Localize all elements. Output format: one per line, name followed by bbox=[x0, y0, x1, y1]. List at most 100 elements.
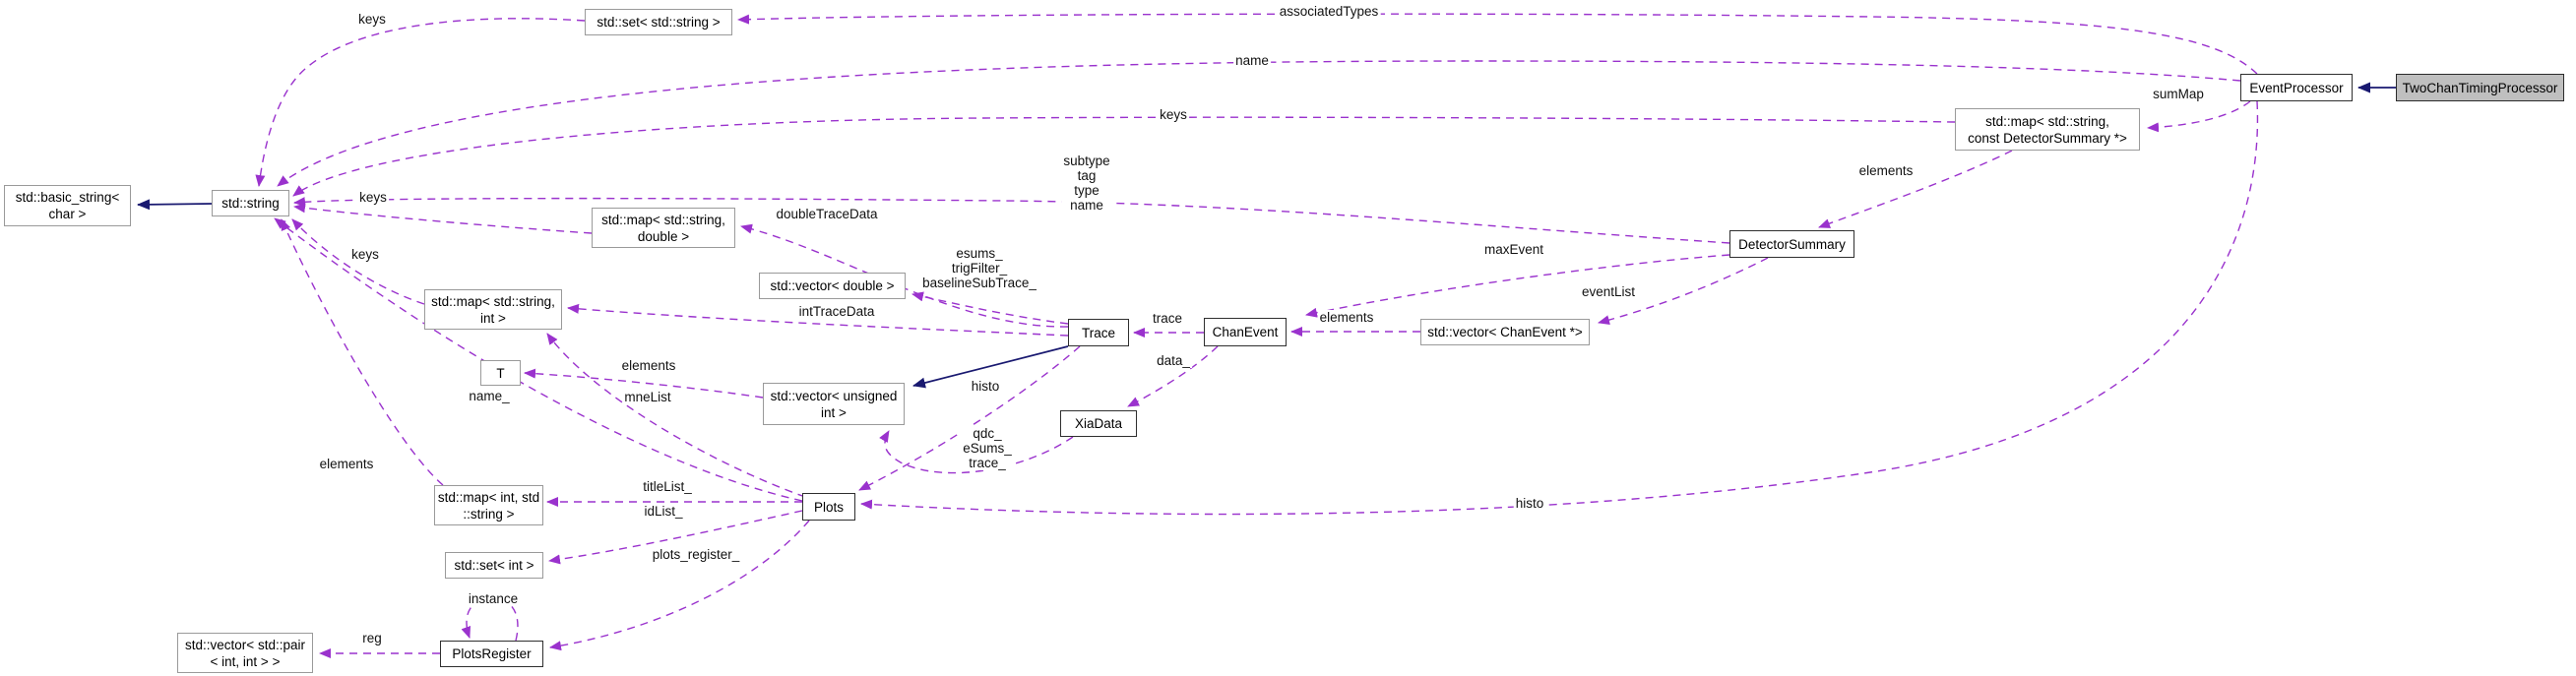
edge-label-line: type bbox=[1074, 183, 1100, 198]
edge-label-line: esums_ bbox=[956, 246, 1003, 261]
node-std-map-int-string: std::map< int, std ::string > bbox=[434, 485, 543, 525]
node-twochantimingprocessor[interactable]: TwoChanTimingProcessor bbox=[2396, 74, 2564, 101]
edge-label-line: name bbox=[1070, 198, 1103, 213]
node-trace[interactable]: Trace bbox=[1068, 319, 1129, 346]
node-std-map-string-double: std::map< std::string, double > bbox=[592, 208, 735, 248]
node-xiadata[interactable]: XiaData bbox=[1060, 410, 1137, 437]
node-label: std::vector< ChanEvent *> bbox=[1427, 325, 1583, 339]
node-label: TwoChanTimingProcessor bbox=[2402, 80, 2558, 95]
edge-label-line: trigFilter_ bbox=[951, 261, 1008, 276]
edge-label-inttracedata: intTraceData bbox=[796, 304, 877, 319]
node-label: PlotsRegister bbox=[452, 646, 532, 661]
edge-label-eventlist: eventList bbox=[1579, 284, 1638, 299]
edge-label-name-underscore: name_ bbox=[467, 389, 512, 403]
node-t: T bbox=[480, 360, 521, 386]
node-label: std::basic_string< bbox=[15, 190, 120, 205]
edge-associatedtypes-eventprocessor-setstring bbox=[737, 13, 2258, 75]
edge-keys-mapstringdouble-string bbox=[293, 203, 593, 234]
node-label: ChanEvent bbox=[1212, 325, 1279, 339]
edge-qdc-xiadata-vectorunsigned bbox=[879, 430, 1074, 474]
edge-label-keys: keys bbox=[349, 247, 381, 262]
edge-label-mnelist: mneList bbox=[622, 390, 673, 404]
node-std-set-int: std::set< int > bbox=[445, 552, 543, 579]
edge-mnelist-plots-mapstringint bbox=[546, 333, 806, 498]
edge-label-line: qdc_ bbox=[973, 426, 1002, 441]
edge-label-maxevent: maxEvent bbox=[1481, 242, 1546, 257]
node-label: std::set< std::string > bbox=[597, 15, 721, 30]
edge-name-eventprocessor-string bbox=[277, 60, 2241, 187]
edge-elements-vectorunsigned-t bbox=[524, 368, 764, 399]
node-std-vector-pair: std::vector< std::pair < int, int > > bbox=[177, 633, 313, 673]
edge-data-chanevent-xiadata bbox=[1127, 345, 1219, 407]
edge-label-plotsregister: plots_register_ bbox=[650, 547, 742, 562]
edge-label-titlelist: titleList_ bbox=[641, 479, 694, 494]
edge-label-elements: elements bbox=[619, 358, 678, 373]
node-label: std::map< std::string, bbox=[431, 293, 555, 309]
edge-idlist-plots-setint bbox=[548, 510, 803, 565]
node-label: int > bbox=[821, 404, 847, 420]
edge-inherit-trace-vectorunsigned bbox=[912, 345, 1069, 389]
node-std-map-detectorsummary: std::map< std::string, const DetectorSum… bbox=[1955, 108, 2140, 151]
edge-plotsregister-plots-plotsregister bbox=[549, 520, 810, 651]
edge-subtype-detectorsummary-string bbox=[293, 197, 1730, 244]
edge-label-data: data_ bbox=[1155, 353, 1192, 368]
edge-inherit-string-basicstring bbox=[137, 199, 213, 211]
node-eventprocessor[interactable]: EventProcessor bbox=[2240, 74, 2353, 101]
edge-label-line: tag bbox=[1077, 168, 1097, 183]
edge-label-trace: trace bbox=[1150, 311, 1185, 326]
node-plots[interactable]: Plots bbox=[802, 493, 855, 521]
node-std-vector-chanevent: std::vector< ChanEvent *> bbox=[1420, 319, 1590, 345]
node-label: XiaData bbox=[1074, 416, 1123, 431]
edge-label-elements: elements bbox=[1856, 163, 1916, 178]
edge-label-elements: elements bbox=[317, 457, 376, 471]
node-label: DetectorSummary bbox=[1738, 236, 1846, 252]
node-label: < int, int > > bbox=[210, 653, 281, 669]
node-label: std::set< int > bbox=[454, 558, 534, 573]
edge-keys-setstring-string bbox=[255, 18, 586, 187]
node-std-basic-string: std::basic_string< char > bbox=[4, 185, 131, 226]
edge-doubletracedata-trace-mapstringdouble bbox=[740, 223, 1069, 328]
edge-label-keys: keys bbox=[1158, 107, 1189, 122]
edge-label-doubletracedata: doubleTraceData bbox=[774, 207, 880, 221]
node-label: int > bbox=[480, 310, 506, 326]
node-label: std::map< std::string, bbox=[601, 212, 725, 227]
node-label: const DetectorSummary *> bbox=[1968, 130, 2127, 146]
node-label: std::map< int, std bbox=[437, 489, 540, 505]
node-label: Trace bbox=[1081, 325, 1115, 340]
edge-label-idlist: idList_ bbox=[642, 504, 685, 519]
edge-label-histo: histo bbox=[969, 379, 1002, 394]
edge-name-plots-string bbox=[274, 217, 803, 502]
edge-label-keys: keys bbox=[357, 190, 389, 205]
edge-label-instance: instance bbox=[466, 591, 521, 606]
edge-elements-mapdetsum-detectorsummary bbox=[1818, 150, 2013, 228]
edge-inttracedata-trace-mapstringint bbox=[567, 303, 1069, 337]
node-label: EventProcessor bbox=[2249, 80, 2344, 95]
node-label: double > bbox=[637, 228, 690, 244]
edge-histo-trace-plots bbox=[858, 345, 1081, 491]
node-detectorsummary[interactable]: DetectorSummary bbox=[1729, 230, 1854, 258]
node-std-vector-unsigned-int: std::vector< unsigned int > bbox=[763, 383, 905, 425]
edge-maxevent-detectorsummary-chanevent bbox=[1305, 254, 1730, 318]
node-label: std::map< std::string, bbox=[1985, 113, 2109, 129]
edge-label-summap: sumMap bbox=[2151, 87, 2206, 101]
edge-label-line: baselineSubTrace_ bbox=[922, 276, 1037, 290]
edge-label-qdc-esums-trace: qdc_ eSums_ trace_ bbox=[961, 426, 1014, 470]
node-label: std::vector< unsigned bbox=[770, 388, 898, 403]
node-plotsregister[interactable]: PlotsRegister bbox=[440, 641, 543, 667]
edge-histo-eventprocessor-plots bbox=[860, 100, 2259, 516]
edge-keys-mapstringint-string bbox=[291, 218, 425, 305]
node-chanevent[interactable]: ChanEvent bbox=[1204, 318, 1287, 346]
node-std-string: std::string bbox=[212, 190, 289, 216]
node-label: T bbox=[496, 365, 505, 381]
edge-eventlist-detectorsummary-vectorchanevent bbox=[1598, 257, 1769, 326]
node-std-set-string: std::set< std::string > bbox=[585, 9, 732, 35]
node-label: Plots bbox=[813, 499, 844, 515]
edge-label-esums-trigfilter-baselinesubtrace: esums_ trigFilter_ baselineSubTrace_ bbox=[920, 246, 1038, 290]
edge-label-keys: keys bbox=[356, 12, 388, 27]
edge-elements-mapintstring-string bbox=[281, 218, 444, 486]
node-label: std::vector< std::pair bbox=[185, 637, 305, 652]
node-std-vector-double: std::vector< double > bbox=[759, 273, 906, 299]
edge-label-subtype-tag-type-name: subtype tag type name bbox=[1061, 154, 1112, 213]
